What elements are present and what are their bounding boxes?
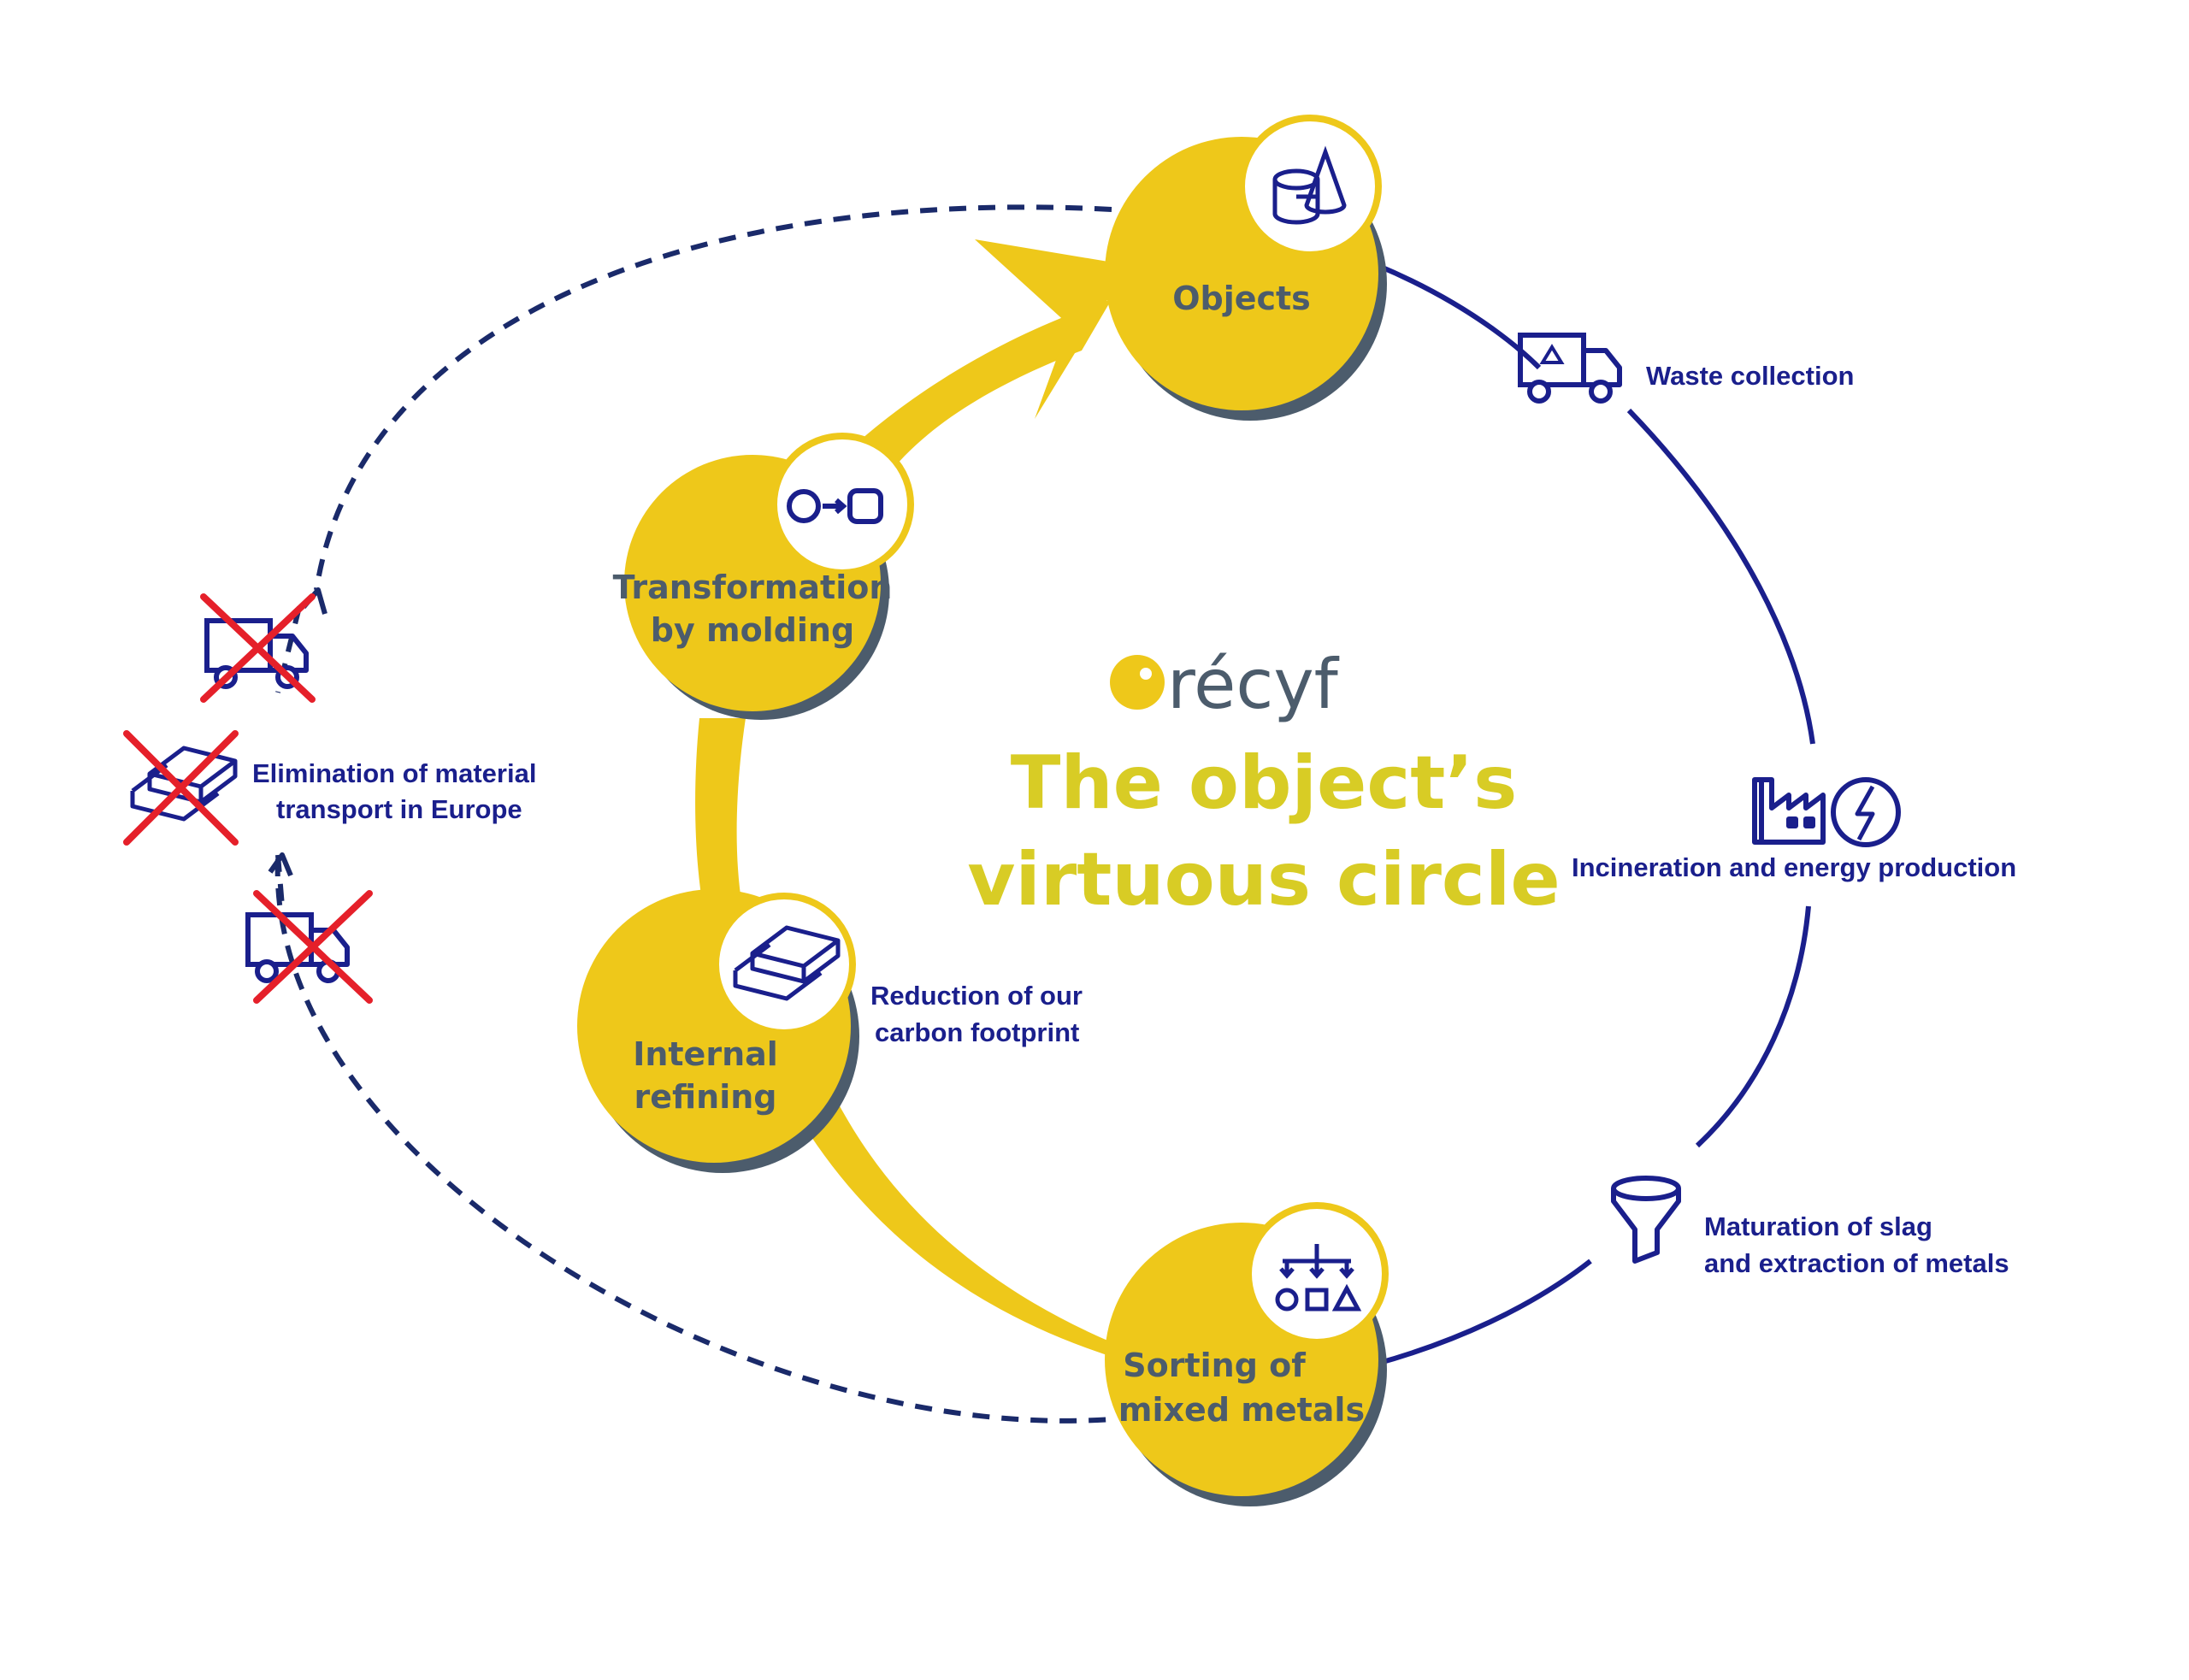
node-transformation-label-2: by molding	[651, 611, 854, 649]
logo-text: récyf	[1167, 645, 1340, 724]
crossed-truck-icon-bottom	[248, 890, 373, 1004]
node-objects-label: Objects	[1172, 280, 1311, 317]
title-line-2: virtuous circle	[967, 837, 1560, 923]
funnel-icon	[1611, 1176, 1681, 1264]
recyf-logo: récyf	[1110, 645, 1340, 724]
title-line-1: The object’s	[1011, 740, 1518, 826]
yellow-flow-band-left	[695, 718, 746, 906]
elimination-label-1: Elimination of material	[252, 758, 536, 788]
node-sorting-label-1: Sorting of	[1123, 1347, 1306, 1384]
maturation-label-1: Maturation of slag	[1704, 1211, 1932, 1241]
carbon-label-1: Reduction of our	[870, 981, 1083, 1011]
yellow-flow-band-lower	[795, 1103, 1120, 1359]
node-transformation: Transformation by molding	[613, 433, 914, 720]
yellow-flow-arrowhead	[975, 239, 1129, 419]
step-waste-collection: Waste collection	[1520, 335, 1854, 401]
maturation-label-2: and extraction of metals	[1704, 1248, 2009, 1278]
node-sorting-label-2: mixed metals	[1118, 1391, 1365, 1429]
yellow-flow-band-upper	[855, 299, 1112, 479]
transport-dashed-arc	[274, 204, 1112, 1424]
carbon-label-2: carbon footprint	[875, 1017, 1079, 1047]
crossed-bars-icon	[123, 730, 239, 846]
node-transformation-label-1: Transformation	[613, 569, 893, 606]
recycling-truck-icon	[1520, 335, 1620, 401]
elimination-label-2: transport in Europe	[276, 794, 522, 824]
node-sorting: Sorting of mixed metals	[1105, 1202, 1389, 1506]
node-refining: Internal refining	[577, 889, 859, 1173]
step-maturation: Maturation of slag and extraction of met…	[1611, 1176, 2009, 1278]
recycling-chain-arc	[1375, 262, 1815, 1366]
factory-energy-icon	[1752, 777, 1901, 847]
node-refining-label-2: refining	[634, 1078, 776, 1116]
dashed-arrowhead-lower	[268, 852, 293, 877]
sorting-icon	[1275, 1244, 1362, 1312]
step-incineration: Incineration and energy production	[1572, 777, 2016, 882]
node-refining-label-1: Internal	[633, 1035, 778, 1073]
incineration-label: Incineration and energy production	[1572, 852, 2016, 882]
transform-icon	[787, 488, 883, 524]
crossed-truck-icon-top	[200, 593, 316, 703]
shapes-icon	[1272, 145, 1347, 225]
node-objects: Objects	[1105, 115, 1387, 421]
transport-dashed-link	[275, 606, 302, 907]
waste-collection-label: Waste collection	[1646, 361, 1854, 391]
